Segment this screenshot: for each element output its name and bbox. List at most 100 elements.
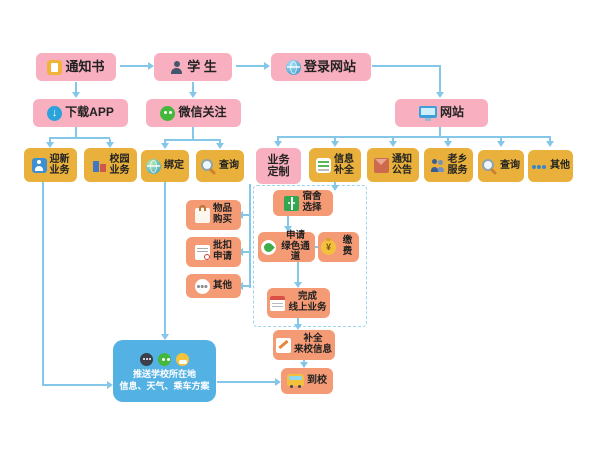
node-label: 微信关注 [178, 105, 227, 120]
bind-globe-icon [146, 158, 161, 174]
arrowhead [294, 324, 302, 330]
student-icon [169, 60, 184, 75]
monitor-icon [418, 105, 437, 121]
node-label: 通知 公告 [392, 153, 412, 176]
connector [42, 384, 107, 386]
node-website: 网站 [395, 99, 488, 127]
node-label: 校园 业务 [109, 153, 130, 176]
node-batch-deduction: 批扣 申请 [186, 237, 241, 267]
connector [42, 182, 44, 385]
node-label: 登录网站 [303, 58, 356, 74]
node-label: 缴费 [342, 235, 353, 257]
arrowhead [161, 143, 169, 149]
connector [49, 137, 110, 139]
node-label: 网站 [439, 105, 464, 120]
campus-buildings-icon [92, 158, 107, 173]
money-bag-icon [321, 237, 336, 255]
connector [192, 82, 194, 93]
node-label: 宿舍 选择 [302, 191, 322, 213]
globe-icon [285, 59, 301, 75]
node-campus-business: 校园 业务 [84, 148, 137, 182]
node-goods-purchase: 物品 购买 [186, 200, 241, 230]
arrowhead [107, 381, 113, 389]
dots-icon [531, 159, 547, 174]
node-label: 绑定 [164, 160, 184, 172]
dots-icon [194, 278, 210, 294]
connector [303, 360, 305, 363]
node-student: 学 生 [154, 53, 232, 81]
arrowhead [161, 334, 169, 340]
node-hometown-service: 老乡 服务 [424, 148, 473, 182]
node-pay-fee: 缴费 [318, 232, 359, 262]
wechat-icon [160, 105, 176, 121]
online-business-group [253, 185, 367, 327]
connector [249, 184, 251, 288]
node-label: 迎新 业务 [49, 153, 70, 176]
connector [315, 246, 318, 248]
node-label: 学 生 [187, 58, 217, 74]
arrowhead [389, 141, 397, 147]
node-label: 完成 线上业务 [288, 291, 327, 313]
green-leaf-icon [261, 239, 276, 255]
node-label: 信息 补全 [334, 153, 354, 176]
connector [243, 214, 250, 216]
arrowhead [294, 282, 302, 288]
connector [243, 285, 250, 287]
connector [219, 141, 221, 143]
connector [109, 139, 111, 142]
welcome-person-icon [31, 157, 47, 173]
node-arrive-at-school: 到校 [281, 368, 333, 394]
connector [392, 138, 394, 142]
checklist-icon [270, 295, 286, 311]
connector [334, 182, 336, 186]
node-label: 老乡 服务 [447, 153, 468, 176]
connector [164, 182, 166, 334]
node-label: 其他 [550, 160, 570, 172]
node-label: 其他 [212, 279, 232, 291]
notification-letter-icon [47, 59, 63, 75]
node-bind: 绑定 [141, 150, 189, 182]
arrowhead [216, 143, 224, 149]
node-green-channel: 申请 绿色通道 [258, 230, 315, 262]
shopping-bag-icon [194, 204, 210, 223]
arrowhead [436, 92, 444, 98]
connector [287, 216, 289, 226]
connector [447, 138, 449, 142]
node-download-app: 下载APP [33, 99, 128, 127]
connector [164, 139, 221, 141]
connector [297, 262, 299, 283]
connector [334, 138, 336, 142]
arrowhead [331, 185, 339, 191]
push-info-panel: 推送学校所在地 信息、天气、乘车方案 [113, 340, 216, 402]
panel-icons [140, 353, 189, 367]
node-label: 到校 [307, 375, 327, 387]
arrowhead [274, 141, 282, 147]
node-finish-online-business: 完成 线上业务 [267, 288, 330, 318]
node-label: 补全 来校信息 [294, 333, 333, 355]
connector [297, 318, 299, 325]
wechat-icon [158, 353, 171, 367]
node-web-query: 查询 [478, 150, 524, 182]
node-label: 物品 购买 [212, 203, 232, 225]
arrowhead [189, 92, 197, 98]
connector [236, 65, 264, 67]
node-welcome-business: 迎新 业务 [24, 148, 77, 182]
arrowhead [331, 141, 339, 147]
connector [372, 65, 441, 67]
connector [500, 138, 502, 142]
node-announcement: 通知 公告 [367, 148, 419, 182]
connector [75, 82, 77, 93]
node-label: 下载APP [65, 105, 114, 120]
arrowhead [275, 378, 281, 386]
node-notification-letter: 通知书 [36, 53, 116, 81]
connector [49, 139, 51, 142]
arrowhead [72, 92, 80, 98]
magnifier-icon [482, 158, 497, 174]
dorm-locker-icon [284, 195, 300, 211]
people-icon [430, 158, 445, 173]
node-wechat-query: 查询 [196, 150, 244, 182]
weather-icon [176, 353, 189, 367]
school-bus-icon [287, 374, 304, 388]
node-label: 通知书 [65, 58, 105, 74]
